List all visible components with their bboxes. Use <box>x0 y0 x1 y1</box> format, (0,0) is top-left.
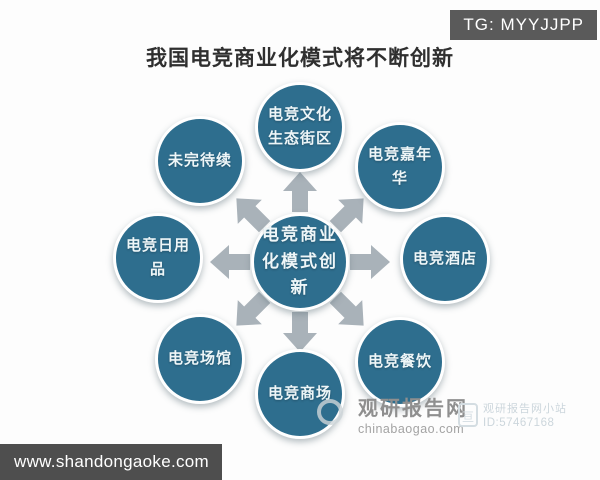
node-to-be-continued: 未完待续 <box>155 116 245 206</box>
station-id: ID:57467168 <box>483 416 555 429</box>
node-esports-hotel: 电竞酒店 <box>400 214 490 304</box>
arrow-down-icon <box>283 312 317 352</box>
node-esports-carnival: 电竞嘉年华 <box>355 122 445 212</box>
center-node: 电竞商业化模式创新 <box>251 213 349 311</box>
arrow-right-icon <box>350 245 390 279</box>
footer-url-bar: www.shandongaoke.com <box>0 444 222 480</box>
watermark-site-url: chinabaogao.com <box>358 422 465 436</box>
node-label: 电竞场馆 <box>167 350 232 367</box>
node-esports-mall: 电竞商场 <box>255 349 345 439</box>
arrow-up-left-icon <box>236 198 271 233</box>
watermark-station: 亘 观研报告网小站 ID:57467168 <box>458 403 567 429</box>
center-node-label: 电竞商业化模式创新 <box>262 225 338 298</box>
node-esports-venue: 电竞场馆 <box>155 314 245 404</box>
node-esports-daily-goods: 电竞日用品 <box>113 213 203 303</box>
node-label: 电竞酒店 <box>412 250 477 267</box>
chinabaogao-logo-icon <box>317 399 343 425</box>
arrow-down-right-icon <box>329 291 364 326</box>
node-label: 电竞文化生态街区 <box>267 106 332 147</box>
node-label: 电竞日用品 <box>125 237 190 278</box>
arrow-down-left-icon <box>236 291 271 326</box>
arrow-up-icon <box>283 172 317 212</box>
node-esports-culture-street: 电竞文化生态街区 <box>255 82 345 172</box>
arrow-left-icon <box>210 245 250 279</box>
station-seal-icon: 亘 <box>458 403 478 427</box>
page-title: 我国电竞商业化模式将不断创新 <box>146 46 454 70</box>
arrow-up-right-icon <box>329 198 364 233</box>
node-label: 电竞嘉年华 <box>367 146 432 187</box>
node-label: 电竞商场 <box>267 385 332 402</box>
node-esports-dining: 电竞餐饮 <box>355 317 445 407</box>
node-label: 未完待续 <box>167 152 232 169</box>
watermark-site-name: 观研报告网 <box>358 398 468 420</box>
station-name: 观研报告网小站 <box>483 403 567 415</box>
watermark-main: 观研报告网 chinabaogao.com <box>358 398 478 436</box>
tg-contact-badge: TG: MYYJJPP <box>450 10 597 40</box>
node-label: 电竞餐饮 <box>367 353 432 370</box>
